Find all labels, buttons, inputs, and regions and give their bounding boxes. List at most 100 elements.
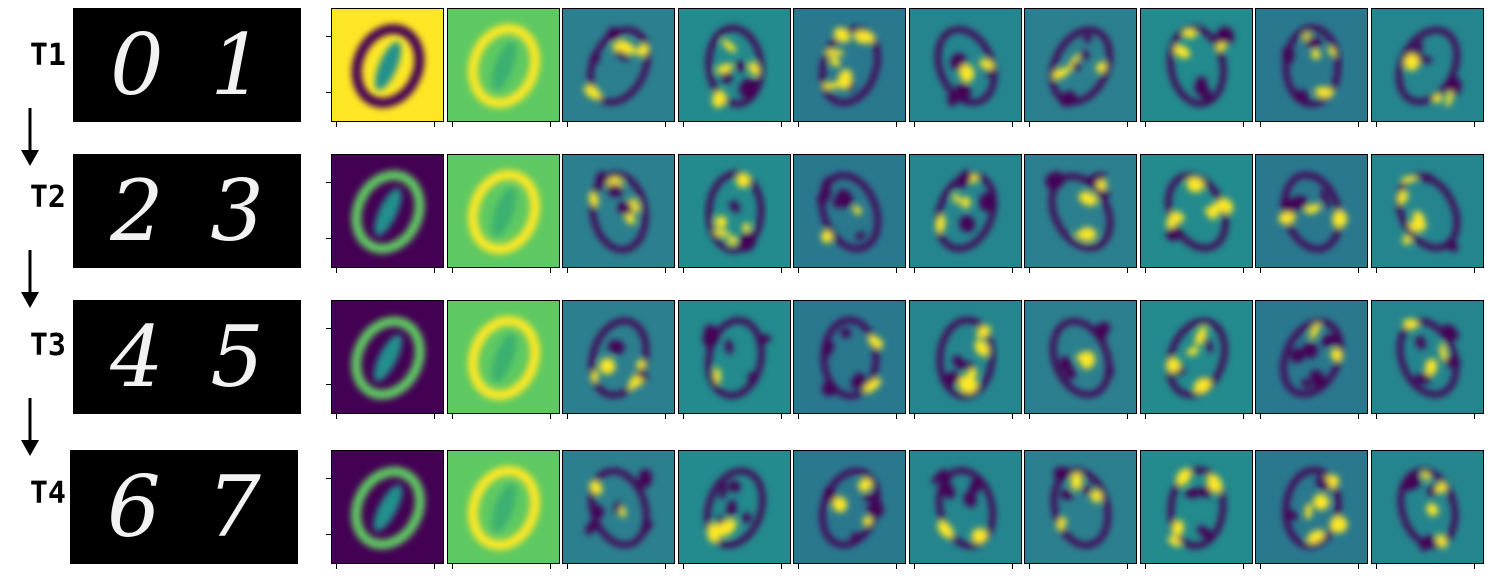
axis-tick xyxy=(326,478,331,479)
axis-tick xyxy=(1474,414,1475,419)
axis-tick xyxy=(567,564,568,569)
axis-tick xyxy=(326,384,331,385)
axis-tick xyxy=(1358,268,1359,273)
feature-map-tile xyxy=(562,300,675,414)
feature-map-tile xyxy=(447,450,560,564)
axis-tick xyxy=(550,414,551,419)
axis-tick xyxy=(798,414,799,419)
feature-map-tile xyxy=(1255,450,1368,564)
task-label-t4: T4 xyxy=(29,476,66,511)
feature-map-tile xyxy=(909,154,1022,268)
feature-map-tile xyxy=(1140,300,1253,414)
digit-glyph: 0 xyxy=(110,16,164,114)
axis-tick xyxy=(683,564,684,569)
axis-tick xyxy=(896,122,897,127)
feature-map-tile xyxy=(678,154,791,268)
feature-map-tile xyxy=(1024,450,1137,564)
axis-tick xyxy=(1260,414,1261,419)
axis-tick xyxy=(683,414,684,419)
axis-tick xyxy=(665,268,666,273)
axis-tick xyxy=(1358,564,1359,569)
axis-tick xyxy=(1012,414,1013,419)
axis-tick xyxy=(326,328,331,329)
axis-tick xyxy=(1012,564,1013,569)
axis-tick xyxy=(550,122,551,127)
axis-tick xyxy=(665,564,666,569)
axis-tick xyxy=(1243,414,1244,419)
feature-map-tile xyxy=(678,300,791,414)
axis-tick xyxy=(1029,122,1030,127)
axis-tick xyxy=(326,182,331,183)
axis-tick xyxy=(1474,564,1475,569)
axis-tick xyxy=(336,268,337,273)
axis-tick xyxy=(1358,122,1359,127)
axis-tick xyxy=(896,564,897,569)
axis-tick xyxy=(1145,268,1146,273)
feature-map-tile xyxy=(793,300,906,414)
feature-map-tile xyxy=(793,450,906,564)
feature-map-tile xyxy=(1255,8,1368,122)
axis-tick xyxy=(326,238,331,239)
axis-tick xyxy=(1145,414,1146,419)
axis-tick xyxy=(914,414,915,419)
axis-tick xyxy=(1243,122,1244,127)
axis-tick xyxy=(1376,268,1377,273)
axis-tick xyxy=(1029,268,1030,273)
axis-tick xyxy=(1260,122,1261,127)
feature-map-tile xyxy=(1255,300,1368,414)
axis-tick xyxy=(1127,122,1128,127)
axis-tick xyxy=(326,534,331,535)
feature-map-tile xyxy=(1255,154,1368,268)
axis-tick xyxy=(1376,414,1377,419)
feature-map-tile xyxy=(909,8,1022,122)
axis-tick xyxy=(798,564,799,569)
axis-tick xyxy=(567,122,568,127)
feature-map-tile xyxy=(793,154,906,268)
axis-tick xyxy=(336,564,337,569)
axis-tick xyxy=(798,268,799,273)
feature-map-tile xyxy=(562,8,675,122)
axis-tick xyxy=(781,122,782,127)
axis-tick xyxy=(336,414,337,419)
axis-tick xyxy=(1358,414,1359,419)
feature-map-tile xyxy=(331,450,444,564)
feature-map-tile xyxy=(331,8,444,122)
digit-glyph: 2 xyxy=(110,162,164,260)
digit-glyph: 6 xyxy=(107,458,161,556)
feature-map-tile xyxy=(1371,300,1484,414)
feature-map-tile xyxy=(1371,450,1484,564)
feature-map-tile xyxy=(1024,300,1137,414)
task-label-t3: T3 xyxy=(29,328,66,363)
axis-tick xyxy=(1127,414,1128,419)
axis-tick xyxy=(781,268,782,273)
feature-map-tile xyxy=(1024,8,1137,122)
axis-tick xyxy=(914,268,915,273)
axis-tick xyxy=(434,122,435,127)
task-label-t2: T2 xyxy=(29,180,66,215)
axis-tick xyxy=(665,414,666,419)
axis-tick xyxy=(665,122,666,127)
digit-glyph: 4 xyxy=(110,308,164,406)
feature-map-tile xyxy=(447,300,560,414)
feature-map-tile xyxy=(678,450,791,564)
digit-glyph: 7 xyxy=(207,458,261,556)
digit-glyph: 1 xyxy=(210,16,264,114)
axis-tick xyxy=(781,564,782,569)
axis-tick xyxy=(798,122,799,127)
axis-tick xyxy=(914,122,915,127)
axis-tick xyxy=(336,122,337,127)
feature-map-tile xyxy=(1140,154,1253,268)
down-arrow-icon xyxy=(21,250,39,308)
axis-tick xyxy=(326,36,331,37)
axis-tick xyxy=(567,268,568,273)
feature-map-tile xyxy=(331,300,444,414)
feature-map-tile xyxy=(562,450,675,564)
feature-map-tile xyxy=(678,8,791,122)
axis-tick xyxy=(1474,122,1475,127)
axis-tick xyxy=(434,268,435,273)
axis-tick xyxy=(1012,122,1013,127)
axis-tick xyxy=(1029,414,1030,419)
